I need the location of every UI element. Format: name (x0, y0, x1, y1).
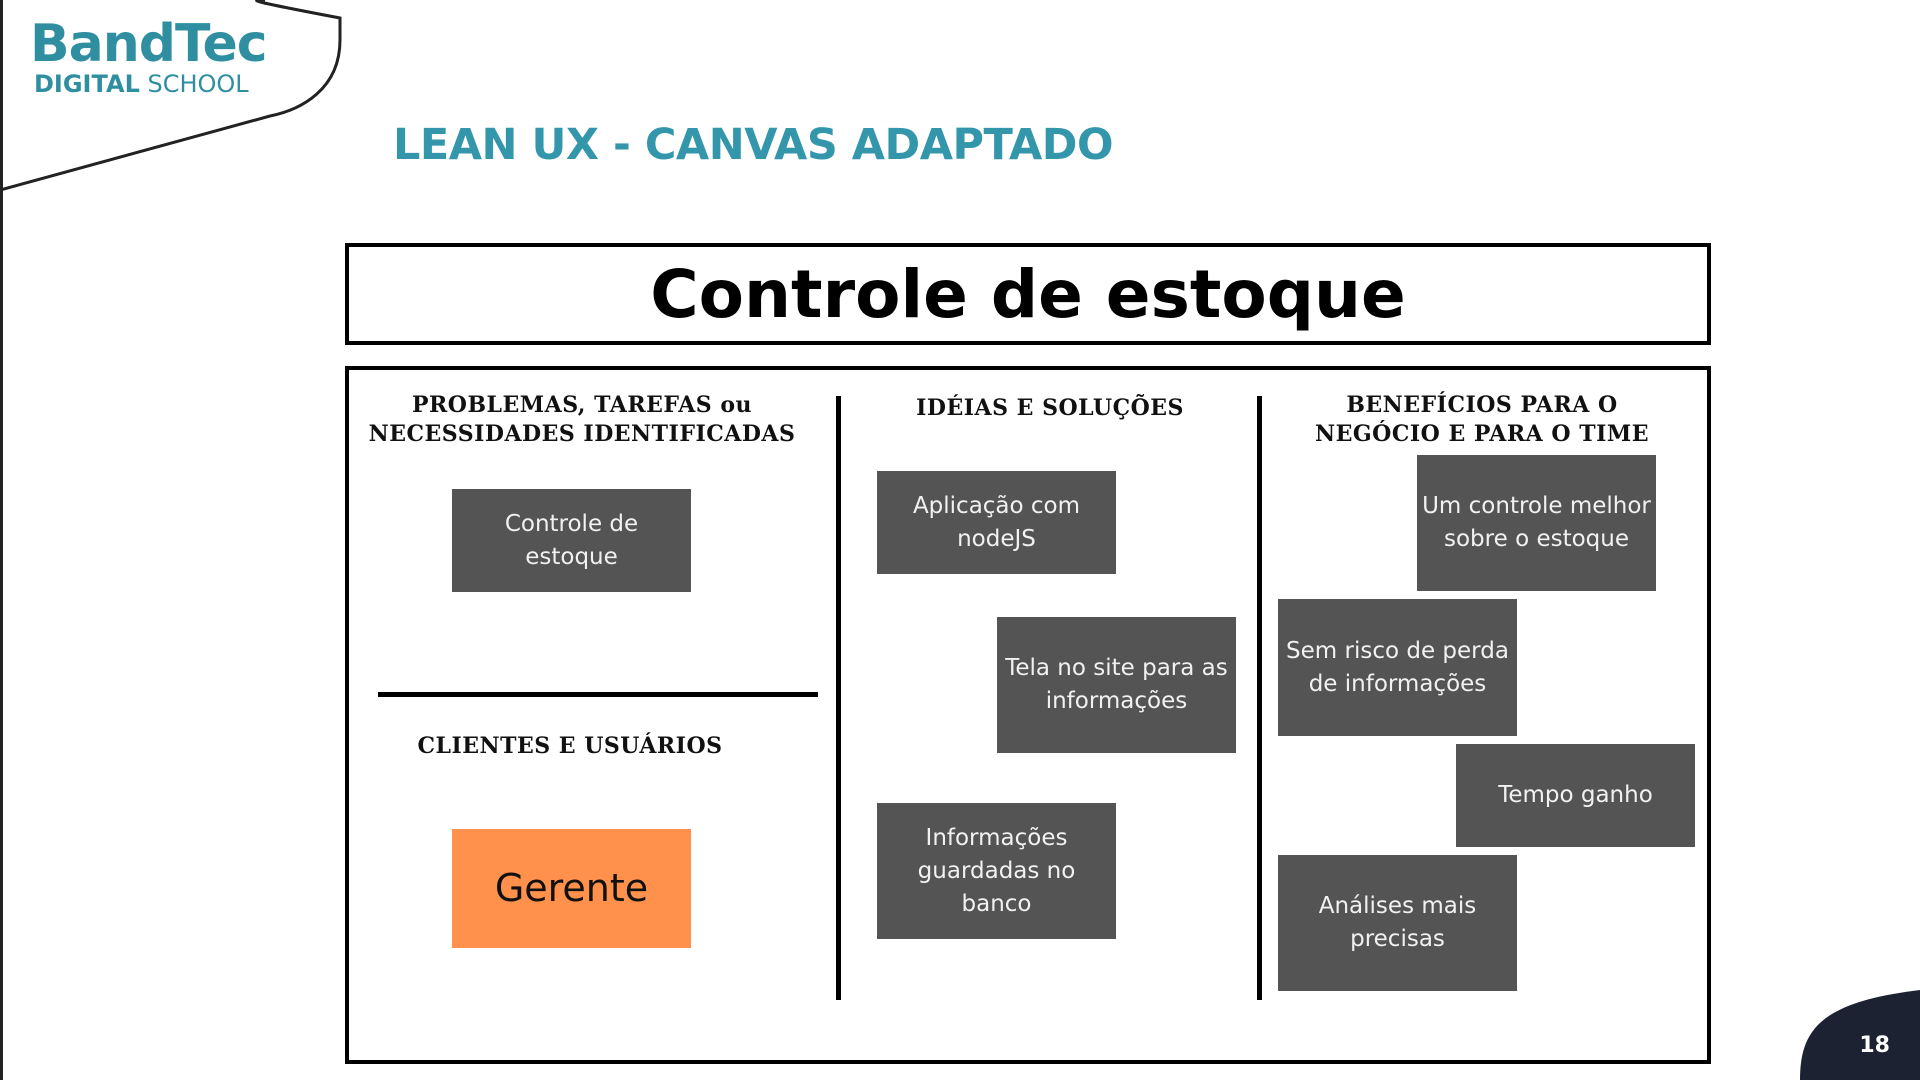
sticky-note[interactable]: Tempo ganho (1456, 744, 1695, 847)
slide-title: LEAN UX - CANVAS ADAPTADO (393, 120, 1114, 170)
heading-clients: CLIENTES E USUÁRIOS (417, 733, 723, 759)
project-title: Controle de estoque (650, 255, 1406, 333)
heading-problems: PROBLEMAS, TAREFAS ou NECESSIDADES IDENT… (368, 392, 796, 447)
logo-sub-bold: DIGITAL (34, 70, 140, 98)
logo-main-text: BandTec (30, 14, 268, 74)
sticky-note[interactable]: Um controle melhor sobre o estoque (1417, 455, 1656, 591)
heading-ideas: IDÉIAS E SOLUÇÕES (916, 395, 1184, 421)
lean-canvas-board (345, 366, 1711, 1064)
corner-decoration (0, 0, 342, 192)
column-divider-2 (1257, 396, 1262, 1000)
heading-benefits: BENEFÍCIOS PARA O NEGÓCIO E PARA O TIME (1314, 392, 1649, 447)
logo-sub-light: SCHOOL (139, 70, 249, 98)
sticky-note[interactable]: Informações guardadas no banco (877, 803, 1116, 939)
page-corner-shape (1800, 990, 1920, 1080)
bandtec-logo: BandTec DIGITAL SCHOOL (30, 14, 268, 96)
sticky-note[interactable]: Aplicação com nodeJS (877, 471, 1116, 574)
project-title-box: Controle de estoque (345, 243, 1711, 345)
logo-sub-text: DIGITAL SCHOOL (34, 72, 267, 96)
sticky-note-highlight[interactable]: Gerente (452, 829, 691, 948)
sticky-note[interactable]: Sem risco de perda de informações (1278, 599, 1517, 736)
column-divider-1 (836, 396, 841, 1000)
sticky-note[interactable]: Análises mais precisas (1278, 855, 1517, 991)
page-number: 18 (1859, 1033, 1890, 1058)
sticky-note[interactable]: Tela no site para as informações (997, 617, 1236, 753)
left-edge-rule (0, 0, 3, 1080)
row-divider (378, 692, 818, 697)
sticky-note[interactable]: Controle de estoque (452, 489, 691, 592)
